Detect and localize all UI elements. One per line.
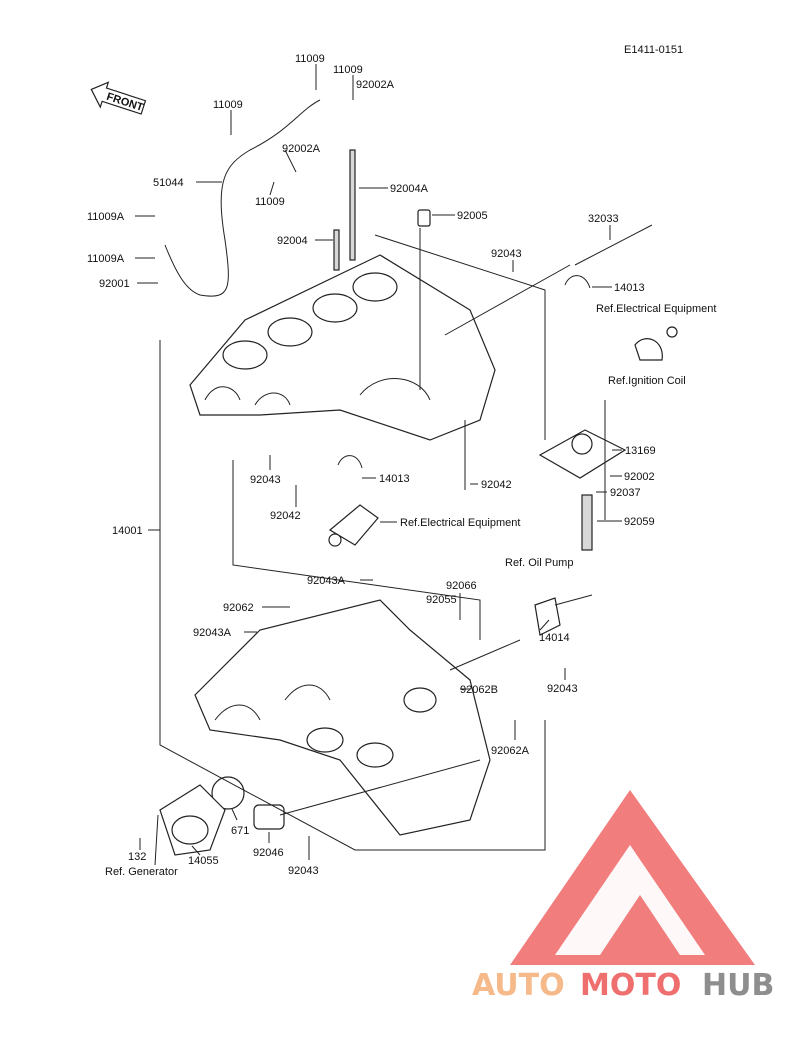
label-92043-d: 92043: [288, 865, 319, 877]
upper-crankcase: [189, 254, 496, 441]
label-92002A-b: 92002A: [282, 143, 321, 155]
bracket-14014: [534, 594, 593, 636]
label-92046: 92046: [253, 847, 284, 859]
pipe-92059: [581, 494, 593, 551]
label-92002: 92002: [624, 471, 655, 483]
clamp-14013-upper: [564, 275, 591, 289]
label-92066: 92066: [446, 580, 477, 592]
label-92043A-a: 92043A: [307, 575, 346, 587]
label-92001: 92001: [99, 278, 130, 290]
label-92042-a: 92042: [270, 510, 301, 522]
diagram-code: E1411-0151: [624, 44, 683, 56]
cover-13169: [538, 429, 627, 479]
label-92037: 92037: [610, 487, 641, 499]
label-14013-b: 14013: [379, 473, 410, 485]
clamp-14013-lower: [337, 455, 363, 469]
part-labels: 11009 11009 11009 11009 92002A 92002A 51…: [87, 53, 716, 878]
housing-14055: [159, 784, 226, 856]
label-92043-c: 92043: [547, 683, 578, 695]
label-92043-a: 92043: [491, 248, 522, 260]
bracket-ref-ignition: [634, 326, 678, 361]
label-11009-c: 11009: [213, 99, 243, 111]
label-92062A: 92062A: [491, 745, 530, 757]
oring-671: [211, 776, 245, 810]
label-11009A-b: 11009A: [87, 253, 125, 265]
oil-hose: [164, 99, 321, 297]
watermark-logo: AUTO MOTO HUB: [472, 790, 774, 1003]
stud-92004: [333, 229, 340, 271]
label-11009-b: 11009: [333, 64, 363, 76]
watermark-text-auto: AUTO: [472, 968, 565, 1003]
label-14014: 14014: [539, 632, 570, 644]
reference-lines: [159, 228, 606, 851]
label-14001: 14001: [112, 525, 143, 537]
label-92042-b: 92042: [481, 479, 512, 491]
label-92043-b: 92043: [250, 474, 281, 486]
label-51044: 51044: [153, 177, 184, 189]
watermark-text-moto: MOTO: [580, 968, 681, 1003]
label-92062B: 92062B: [460, 684, 498, 696]
label-92005: 92005: [457, 210, 488, 222]
bearing-92046: [253, 804, 285, 830]
label-11009-d: 11009: [255, 196, 285, 208]
label-ref-oil-pump: Ref. Oil Pump: [505, 557, 573, 569]
label-92043A-b: 92043A: [193, 627, 232, 639]
label-14055: 14055: [188, 855, 219, 867]
label-ref-generator: Ref. Generator: [105, 866, 178, 878]
label-11009A-a: 11009A: [87, 211, 125, 223]
leader-lines: [135, 64, 622, 866]
watermark-text-hub: HUB: [702, 968, 774, 1003]
label-92004: 92004: [277, 235, 308, 247]
label-14013-a: 14013: [614, 282, 645, 294]
label-92004A: 92004A: [390, 183, 429, 195]
label-92002A-a: 92002A: [356, 79, 395, 91]
label-132: 132: [128, 851, 146, 863]
dowel-92005: [417, 209, 431, 227]
lower-crankcase: [194, 599, 491, 836]
shaft-32033: [574, 224, 653, 266]
label-92055: 92055: [426, 594, 457, 606]
label-32033: 32033: [588, 213, 619, 225]
label-ref-electrical-1: Ref.Electrical Equipment: [596, 303, 716, 315]
bracket-ref-electrical-2: [328, 504, 379, 547]
front-arrow-icon: FRONT: [90, 81, 147, 115]
label-ref-electrical-2: Ref.Electrical Equipment: [400, 517, 520, 529]
label-13169: 13169: [625, 445, 656, 457]
label-11009-a: 11009: [295, 53, 325, 65]
label-671: 671: [231, 825, 249, 837]
label-92059: 92059: [624, 516, 655, 528]
label-ref-ignition-coil: Ref.Ignition Coil: [608, 375, 686, 387]
label-92062: 92062: [223, 602, 254, 614]
stud-92004A: [349, 149, 356, 261]
